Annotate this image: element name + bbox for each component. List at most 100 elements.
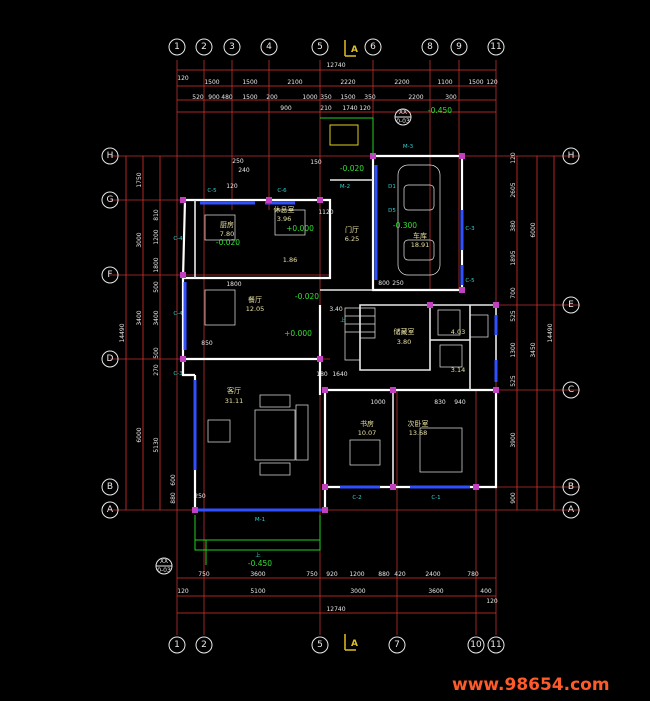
svg-text:210: 210 (320, 105, 332, 112)
svg-text:850: 850 (201, 340, 213, 347)
svg-text:120: 120 (177, 588, 189, 595)
svg-text:1300: 1300 (510, 342, 517, 357)
room-name: 休息室 (274, 205, 295, 214)
svg-text:上: 上 (340, 316, 346, 324)
svg-text:3600: 3600 (428, 588, 443, 595)
svg-text:D5: D5 (388, 208, 396, 214)
axis-label: 2 (201, 640, 207, 650)
axis-label: 4 (266, 42, 272, 52)
axis-bubbles-top: 1 2 3 4 5 6 8 9 11 (168, 38, 505, 56)
svg-text:940: 940 (454, 399, 466, 406)
room-name: 车库 (413, 231, 427, 240)
svg-text:1120: 1120 (318, 209, 333, 216)
svg-text:1500: 1500 (468, 79, 483, 86)
svg-text:3000: 3000 (350, 588, 365, 595)
svg-text:350: 350 (320, 94, 332, 101)
axis-label: 1 (174, 640, 180, 650)
north-marker-top: A (344, 40, 358, 57)
svg-text:2200: 2200 (394, 79, 409, 86)
car (397, 164, 441, 276)
inner-dims: 120 240 150 250 1120 800 250 3.40 850 18… (201, 158, 466, 406)
svg-text:3.40: 3.40 (329, 306, 343, 313)
svg-text:1800: 1800 (153, 257, 160, 272)
svg-text:800: 800 (378, 280, 390, 287)
room-name: 书房 (360, 419, 374, 428)
svg-text:830: 830 (434, 399, 446, 406)
svg-text:900: 900 (510, 492, 517, 504)
svg-text:12740: 12740 (326, 62, 345, 69)
svg-text:920: 920 (326, 571, 338, 578)
axis-label: F (107, 270, 112, 280)
svg-text:1640: 1640 (332, 371, 347, 378)
svg-text:-0.020: -0.020 (295, 292, 319, 301)
axis-label: 1 (174, 42, 180, 52)
axis-label: 7 (394, 640, 400, 650)
svg-text:2200: 2200 (408, 94, 423, 101)
svg-text:2400: 2400 (425, 571, 440, 578)
svg-text:150: 150 (310, 159, 322, 166)
svg-text:250: 250 (194, 493, 206, 500)
svg-text:3000: 3000 (136, 232, 143, 247)
axis-label: 11 (490, 640, 501, 650)
svg-text:120: 120 (226, 183, 238, 190)
svg-text:-0.020: -0.020 (216, 238, 240, 247)
svg-text:+0.000: +0.000 (284, 329, 312, 338)
svg-text:880: 880 (170, 492, 177, 504)
axis-label: H (107, 151, 114, 161)
svg-text:12740: 12740 (326, 606, 345, 613)
svg-text:900: 900 (208, 94, 220, 101)
axis-label: G (107, 195, 114, 205)
axis-label: B (107, 482, 113, 492)
svg-text:1000: 1000 (302, 94, 317, 101)
svg-text:6000: 6000 (530, 222, 537, 237)
svg-text:525: 525 (510, 375, 517, 387)
svg-text:700: 700 (510, 287, 517, 299)
svg-text:C-3: C-3 (465, 226, 475, 232)
level-marks: -0.020 +0.000 -0.020 -0.300 -0.020 +0.00… (216, 106, 452, 568)
terraces (194, 117, 374, 565)
svg-text:400: 400 (480, 588, 492, 595)
room-area: 13.68 (409, 429, 428, 437)
svg-text:3900: 3900 (510, 432, 517, 447)
svg-text:3400: 3400 (136, 310, 143, 325)
svg-text:C-3: C-3 (173, 371, 183, 377)
axis-label: D (107, 354, 114, 364)
svg-text:C-5: C-5 (465, 278, 475, 284)
svg-text:6000: 6000 (136, 427, 143, 442)
svg-text:2100: 2100 (287, 79, 302, 86)
axis-label: 11 (490, 42, 501, 52)
svg-text:880: 880 (378, 571, 390, 578)
svg-text:0-03: 0-03 (396, 118, 410, 125)
room-area: 10.07 (358, 429, 377, 437)
svg-text:240: 240 (238, 167, 250, 174)
svg-text:480: 480 (221, 94, 233, 101)
svg-text:120: 120 (359, 105, 371, 112)
svg-text:2605: 2605 (510, 182, 517, 197)
room-area: 7.80 (220, 230, 234, 238)
svg-text:750: 750 (198, 571, 210, 578)
svg-text:1740: 1740 (342, 105, 357, 112)
svg-text:-0.450: -0.450 (248, 559, 272, 568)
axis-label: 10 (470, 640, 482, 650)
windows (183, 165, 498, 512)
dimension-lines-left: 14490 1750 3000 3400 6000 1200 1800 500 … (119, 156, 206, 510)
watermark: www.98654.com (452, 675, 610, 695)
svg-text:C-2: C-2 (352, 495, 361, 501)
svg-text:XX: XX (160, 558, 168, 565)
svg-text:+0.000: +0.000 (286, 224, 314, 233)
svg-text:A: A (351, 639, 358, 649)
svg-text:3.14: 3.14 (451, 366, 465, 374)
svg-text:1895: 1895 (510, 250, 517, 265)
svg-text:-0.020: -0.020 (340, 164, 364, 173)
svg-text:1500: 1500 (340, 94, 355, 101)
svg-text:C-6: C-6 (277, 188, 287, 194)
svg-text:250: 250 (392, 280, 404, 287)
svg-text:-0.450: -0.450 (428, 106, 452, 115)
room-labels: 厨房 7.80 休息室 3.96 餐厅 12.05 门厅 6.25 车库 18.… (220, 205, 465, 437)
svg-text:1200: 1200 (349, 571, 364, 578)
axis-bubbles-left: H G F D B A (101, 147, 119, 519)
axis-bubbles-right: H E C B A (562, 147, 580, 519)
svg-text:3600: 3600 (250, 571, 265, 578)
svg-text:14490: 14490 (119, 323, 126, 342)
svg-text:1500: 1500 (242, 94, 257, 101)
